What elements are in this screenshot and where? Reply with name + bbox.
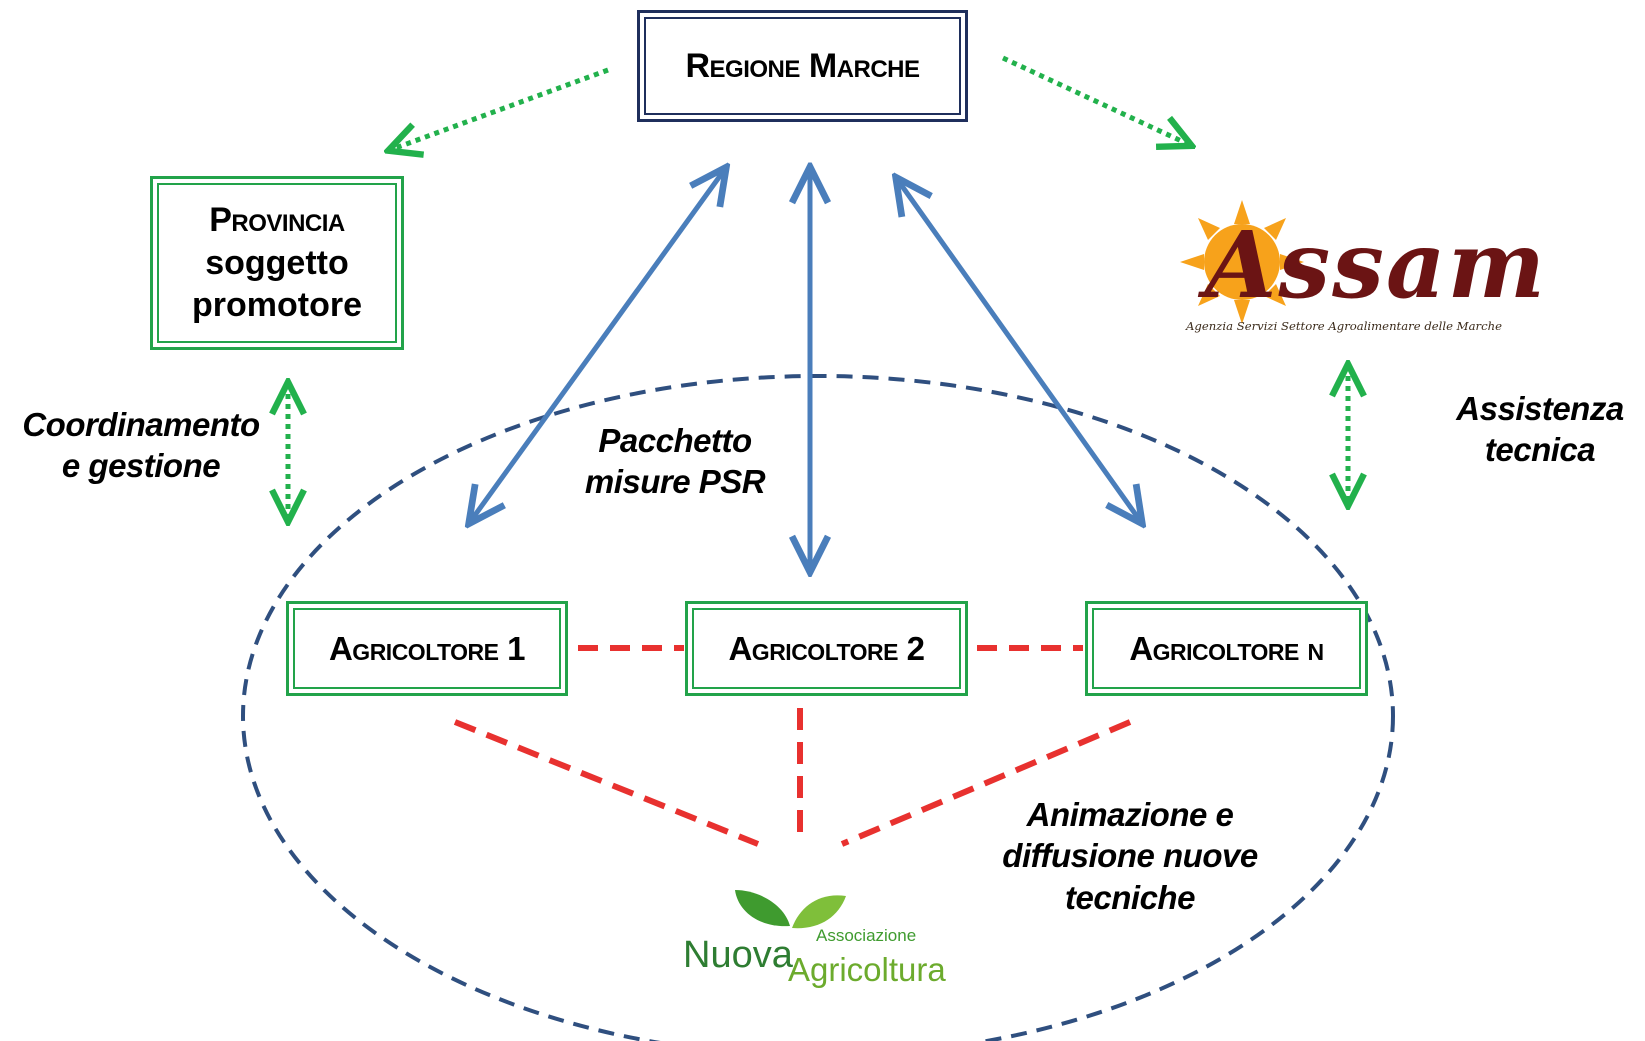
- agricoltore-1-box: Agricoltore 1: [286, 601, 568, 696]
- assistenza-line2: tecnica: [1484, 431, 1596, 469]
- regione-marche-label: Regione Marche: [685, 46, 920, 85]
- association-word-nuova: Nuova: [683, 934, 794, 976]
- assistenza-annotation: Assistenza tecnica: [1440, 388, 1640, 471]
- pacchetto-line1: Pacchetto: [598, 422, 752, 459]
- arrow-regione-agri1: [470, 169, 725, 522]
- nuova-agricoltura-logo: Associazione Nuova Agricoltura: [683, 890, 946, 988]
- agricoltore-1-label: Agricoltore 1: [328, 629, 526, 667]
- assam-wordmark: Assam: [1197, 211, 1547, 319]
- provincia-label: Provincia: [209, 201, 345, 240]
- agricoltore-2-label: Agricoltore 2: [728, 629, 925, 667]
- agricoltore-n-label: Agricoltore n: [1129, 629, 1324, 667]
- association-word-associazione: Associazione: [816, 926, 916, 945]
- assam-sun-icon: [1180, 200, 1304, 324]
- dashed-link-agrin-association: [840, 719, 1132, 847]
- assam-logo: Assam Agenzia Servizi Settore Agroalimen…: [1180, 200, 1547, 333]
- arrow-regione-agrin: [897, 179, 1141, 522]
- animazione-line2: diffusione nuove: [1002, 837, 1258, 875]
- leaf-icon: [735, 890, 846, 929]
- animazione-line3: tecniche: [1065, 878, 1195, 916]
- association-word-agricoltura: Agricoltura: [788, 951, 946, 988]
- coordinamento-annotation: Coordinamento e gestione: [6, 404, 276, 487]
- assam-tagline: Agenzia Servizi Settore Agroalimentare d…: [1185, 320, 1503, 333]
- assistenza-line1: Assistenza: [1456, 390, 1624, 427]
- agricoltore-n-box: Agricoltore n: [1085, 601, 1368, 696]
- provincia-role-line1: soggetto: [205, 243, 349, 282]
- provincia-role-line2: promotore: [192, 286, 362, 325]
- pacchetto-annotation: Pacchetto misure PSR: [560, 420, 790, 503]
- dotted-arrow-regione-provincia: [390, 67, 609, 150]
- animazione-annotation: Animazione e diffusione nuove tecniche: [980, 794, 1280, 918]
- pacchetto-line2: misure PSR: [584, 463, 766, 501]
- coordinamento-line2: e gestione: [61, 447, 221, 485]
- regione-marche-box: Regione Marche: [637, 10, 968, 122]
- coordinamento-line1: Coordinamento: [22, 406, 260, 443]
- dashed-link-agri1-association: [453, 719, 760, 847]
- dotted-arrow-regione-assam: [1001, 55, 1190, 145]
- animazione-line1: Animazione e: [1026, 796, 1234, 833]
- agricoltore-2-box: Agricoltore 2: [685, 601, 968, 696]
- provincia-box: Provincia soggetto promotore: [150, 176, 404, 350]
